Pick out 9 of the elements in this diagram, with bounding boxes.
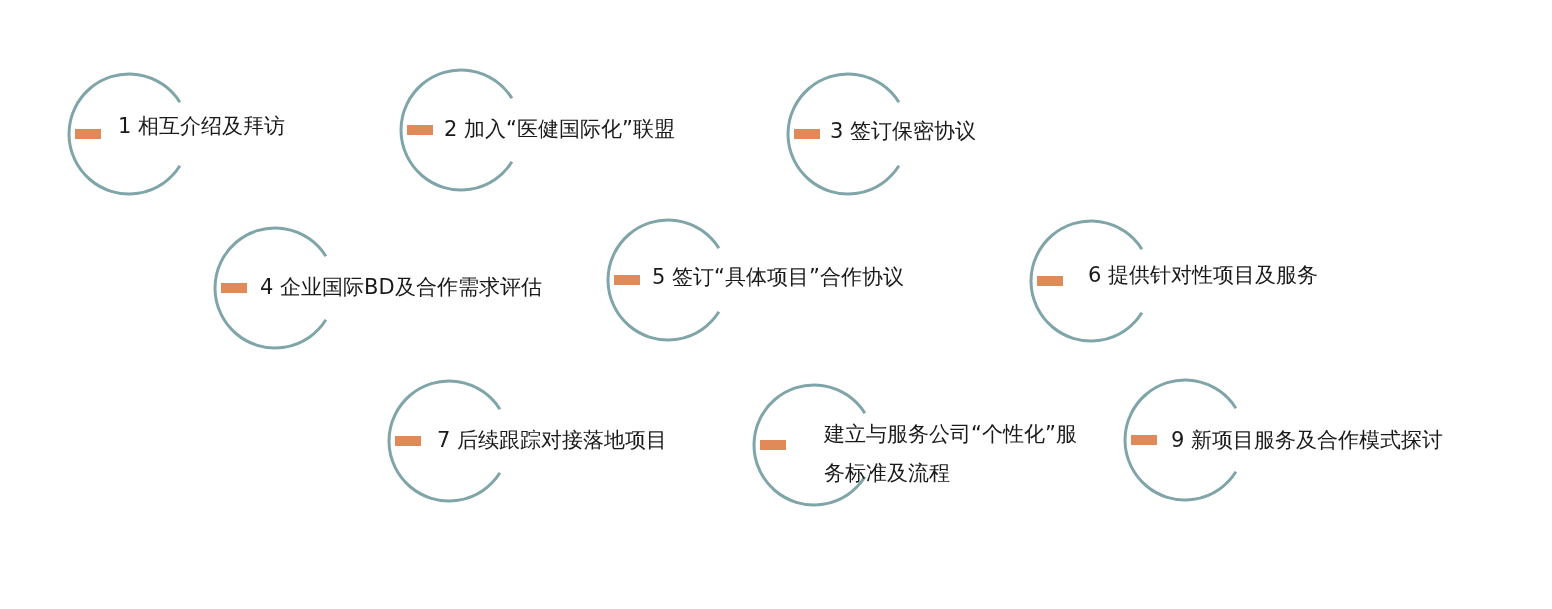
step-label: 5 签订“具体项目”合作协议 — [652, 263, 904, 291]
step-label: 6 提供针对性项目及服务 — [1088, 261, 1319, 289]
step-label: 4 企业国际BD及合作需求评估 — [260, 273, 542, 301]
step-label: 9 新项目服务及合作模式探讨 — [1171, 426, 1444, 454]
step-label: 7 后续跟踪对接落地项目 — [437, 426, 668, 454]
step-label: 3 签订保密协议 — [830, 117, 977, 145]
step-label: 建立与服务公司“个性化”服务标准及流程 — [824, 421, 1078, 487]
step-label: 1 相互介绍及拜访 — [118, 112, 286, 140]
step-label: 2 加入“医健国际化”联盟 — [444, 115, 675, 143]
